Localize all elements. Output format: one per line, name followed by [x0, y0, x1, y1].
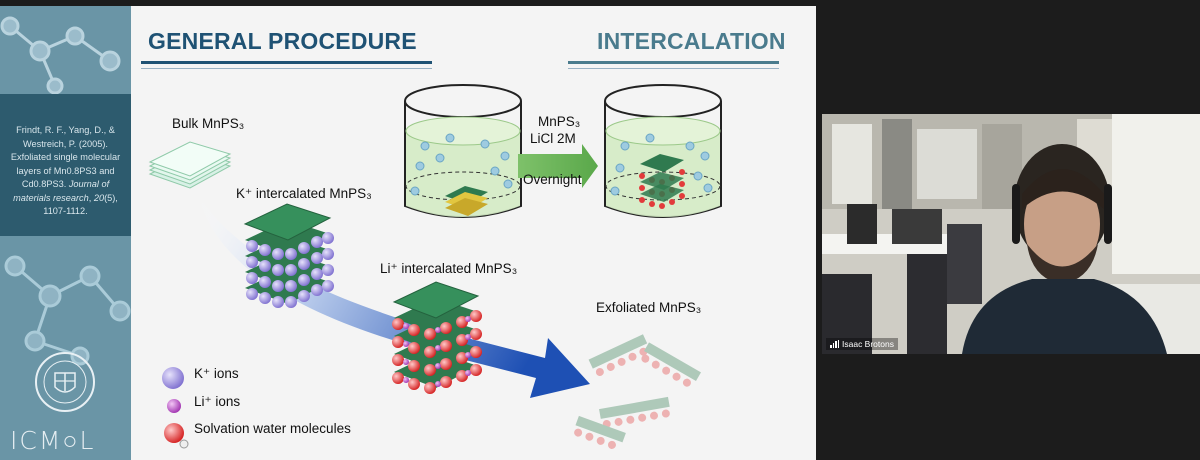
participant-name-tag: Isaac Brotons [826, 338, 898, 350]
label-bulk: Bulk MnPS₃ [172, 116, 244, 131]
legend-li-ions-label: Li⁺ ions [194, 394, 240, 410]
exfoliated-layers [572, 334, 701, 452]
label-li-intercalated: Li⁺ intercalated MnPS₃ [380, 261, 517, 277]
label-k-intercalated: K⁺ intercalated MnPS₃ [236, 186, 372, 202]
legend-water-label: Solvation water molecules [194, 421, 351, 436]
beaker-before [405, 85, 521, 217]
legend-k-ion-icon [162, 367, 184, 389]
beaker-after [605, 85, 721, 217]
legend-water-icon [164, 423, 184, 443]
label-condition: Overnight [523, 172, 582, 187]
legend-k-ions-label: K⁺ ions [194, 366, 239, 382]
participant-name: Isaac Brotons [842, 339, 894, 349]
legend-li-ion-icon [167, 399, 181, 413]
k-intercalated-stack [245, 204, 334, 308]
label-exfoliated: Exfoliated MnPS₃ [596, 300, 701, 315]
bulk-mnps3-stack [150, 142, 230, 188]
label-reagent-1: MnPS₃ [538, 114, 580, 129]
signal-bars-icon [830, 340, 839, 348]
participant-video-feed [822, 114, 1200, 354]
presentation-slide: Frindt, R. F., Yang, D., & Westreich, P.… [0, 6, 816, 460]
participant-video-tile[interactable]: Isaac Brotons [822, 114, 1200, 354]
li-intercalated-stack [392, 282, 482, 394]
legend-water-h-icon [180, 440, 188, 448]
procedure-diagram [0, 6, 816, 460]
label-reagent-2: LiCl 2M [530, 131, 576, 146]
